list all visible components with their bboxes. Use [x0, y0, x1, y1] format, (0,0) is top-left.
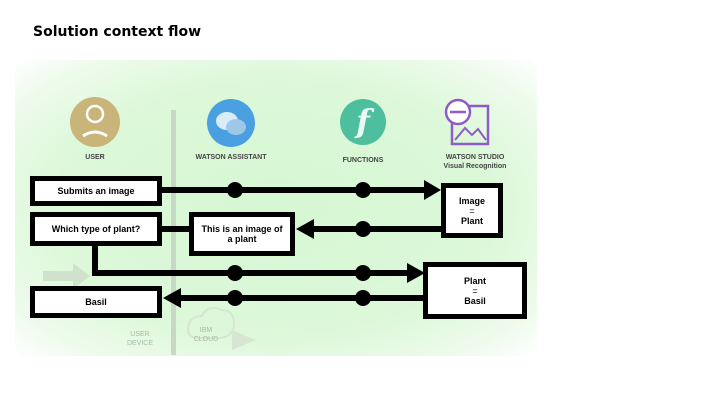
image-equals-plant-line2: = [469, 205, 475, 216]
ibm-cloud-line2: CLOUD [193, 336, 219, 343]
submit-image-label: Submits an image [57, 186, 135, 196]
plant-equals-basil-line2: = [472, 285, 478, 296]
submit-image-box: Submits an image [30, 176, 162, 206]
user-device-label: USER DEVICE [120, 330, 160, 348]
flow-connectors [92, 187, 441, 301]
flow-node [227, 265, 243, 281]
basil-label: Basil [85, 297, 107, 307]
column-label-assistant: WATSON ASSISTANT [195, 154, 267, 161]
image-of-plant-label: This is an image of a plant [201, 224, 283, 244]
column-label-studio-subtitle: Visual Recognition [443, 163, 507, 170]
flow-node [355, 182, 371, 198]
user-device-line1: USER [130, 331, 150, 338]
flow-arrowheads [163, 180, 441, 308]
function-f-icon: f [340, 99, 386, 145]
basil-box: Basil [30, 286, 162, 318]
user-device-line2: DEVICE [126, 340, 154, 347]
column-label-studio: WATSON STUDIO Visual Recognition [430, 153, 520, 171]
column-label-user: USER [85, 154, 105, 161]
column-label-functions: FUNCTIONS [342, 157, 384, 164]
flow-node [355, 221, 371, 237]
ibm-cloud-line1: IBM [199, 327, 213, 334]
flow-node [355, 290, 371, 306]
plant-equals-basil-line1: Plant [463, 275, 486, 286]
cloud-arrow-icon [186, 307, 256, 350]
image-of-plant-box: This is an image of a plant [189, 212, 295, 256]
flow-nodes [227, 182, 371, 306]
ibm-cloud-label: IBM CLOUD [186, 326, 226, 344]
svg-text:f: f [354, 102, 375, 140]
flow-node [227, 182, 243, 198]
column-label-studio-title: WATSON STUDIO [445, 154, 505, 161]
which-plant-label: Which type of plant? [51, 224, 141, 234]
plant-equals-basil-box: Plant = Basil [423, 262, 527, 319]
plant-equals-basil-line3: Basil [464, 295, 486, 306]
image-equals-plant-line1: Image [458, 195, 485, 206]
user-icon [70, 97, 120, 147]
flow-node [355, 265, 371, 281]
which-plant-box: Which type of plant? [30, 212, 162, 246]
page-title: Solution context flow [33, 24, 202, 40]
device-cloud-divider [171, 110, 176, 355]
image-equals-plant-box: Image = Plant [441, 183, 503, 238]
device-arrow-icon [43, 263, 90, 289]
visual-recognition-icon [444, 98, 490, 146]
image-equals-plant-line3: Plant [460, 215, 483, 226]
chat-bubbles-icon [207, 99, 255, 147]
flow-node [227, 290, 243, 306]
